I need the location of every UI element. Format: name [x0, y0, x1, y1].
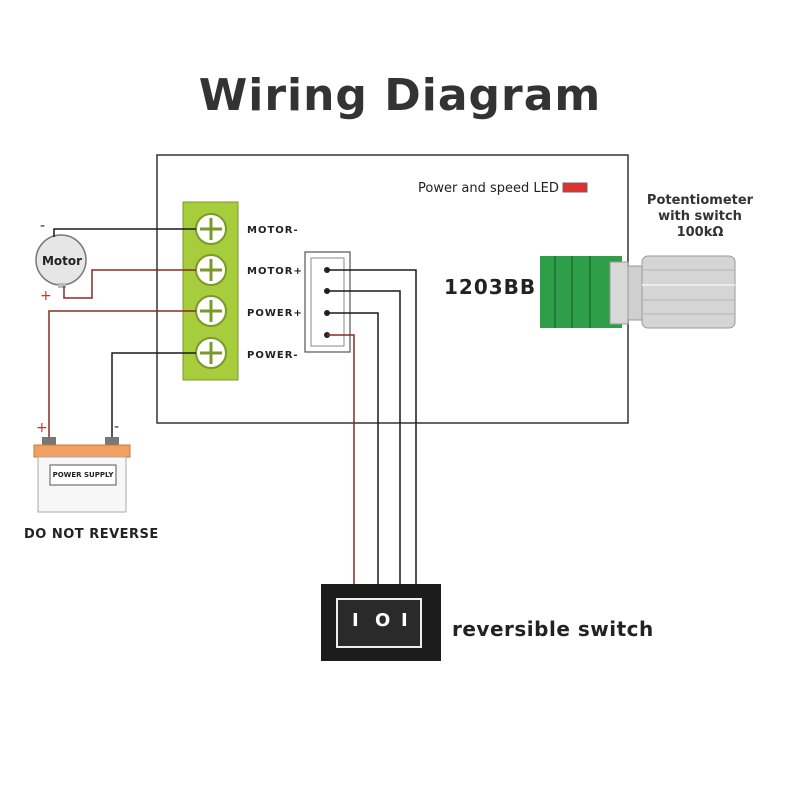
terminal-label-motor-neg: MOTOR- — [247, 225, 299, 236]
terminal-screw-power-pos — [195, 295, 227, 327]
potentiometer-label-line2: with switch — [658, 209, 742, 224]
switch-rocker — [336, 598, 422, 648]
diagram-title: Wiring Diagram — [198, 70, 602, 121]
switch-label: reversible switch — [452, 617, 654, 641]
potentiometer-shaft — [627, 265, 643, 321]
led-label: Power and speed LED — [418, 181, 559, 196]
battery-neg-sign: - — [114, 419, 120, 435]
battery-cap — [33, 444, 131, 458]
battery-terminal-neg — [105, 437, 119, 445]
battery-label: POWER SUPPLY — [52, 471, 114, 479]
potentiometer-label: Potentiometer with switch 100kΩ — [640, 193, 760, 241]
motor-neg-sign: - — [40, 218, 46, 234]
battery-terminal-pos — [42, 437, 56, 445]
switch-wire-1 — [327, 269, 417, 584]
power-speed-led — [562, 182, 588, 193]
switch-symbol-center: O — [375, 610, 391, 631]
terminal-label-motor-pos: MOTOR+ — [247, 266, 303, 277]
polarity-warning: DO NOT REVERSE — [24, 527, 159, 542]
terminal-label-power-pos: POWER+ — [247, 308, 303, 319]
terminal-screw-motor-neg — [195, 213, 227, 245]
potentiometer-body — [540, 256, 622, 328]
motor-label: Motor — [41, 254, 83, 268]
switch-wire-2 — [327, 290, 401, 584]
switch-symbol-left: I — [352, 610, 359, 631]
potentiometer-knob — [641, 255, 736, 329]
power-pos-wire — [48, 310, 196, 437]
controller-model: 1203BB — [444, 275, 537, 299]
potentiometer-label-line3: 100kΩ — [676, 225, 724, 240]
potentiometer-label-line1: Potentiometer — [646, 193, 754, 208]
switch-wire-4 — [327, 334, 355, 584]
battery-label-box — [49, 464, 117, 486]
switch-symbol-right: I — [401, 610, 408, 631]
terminal-screw-power-neg — [195, 337, 227, 369]
potentiometer-bracket — [609, 261, 629, 325]
terminal-label-power-neg: POWER- — [247, 350, 299, 361]
battery-pos-sign: + — [36, 420, 48, 436]
motor-neg-wire — [53, 228, 196, 237]
power-neg-wire — [111, 352, 196, 437]
motor-pos-wire — [63, 269, 196, 299]
switch-wire-3 — [327, 312, 379, 584]
motor-pos-sign: + — [40, 288, 52, 304]
terminal-screw-motor-pos — [195, 254, 227, 286]
